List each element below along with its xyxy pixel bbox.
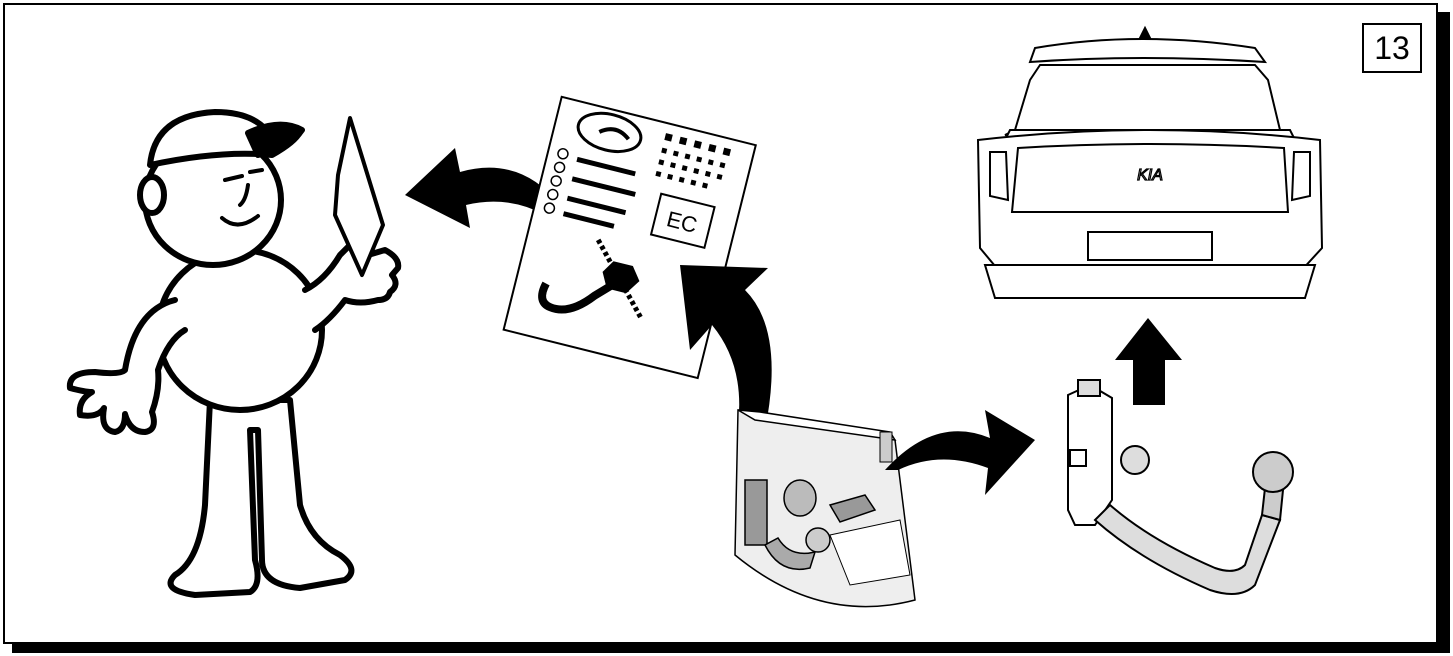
tow-bar xyxy=(1068,380,1293,594)
certificate-document: EC xyxy=(504,97,756,378)
mechanic-legs xyxy=(171,400,352,595)
car-rear: KIA xyxy=(978,28,1322,298)
mechanic-cap-visor xyxy=(248,125,302,155)
step-number: 13 xyxy=(1374,30,1410,67)
arrow-icon xyxy=(885,410,1035,495)
step-number-badge: 13 xyxy=(1362,23,1422,73)
up-arrow-icon xyxy=(1115,318,1182,405)
kia-logo: KIA xyxy=(1137,167,1163,184)
accessory-bag xyxy=(735,410,915,607)
mechanic-figure xyxy=(70,112,398,595)
mechanic-ear xyxy=(140,177,164,213)
